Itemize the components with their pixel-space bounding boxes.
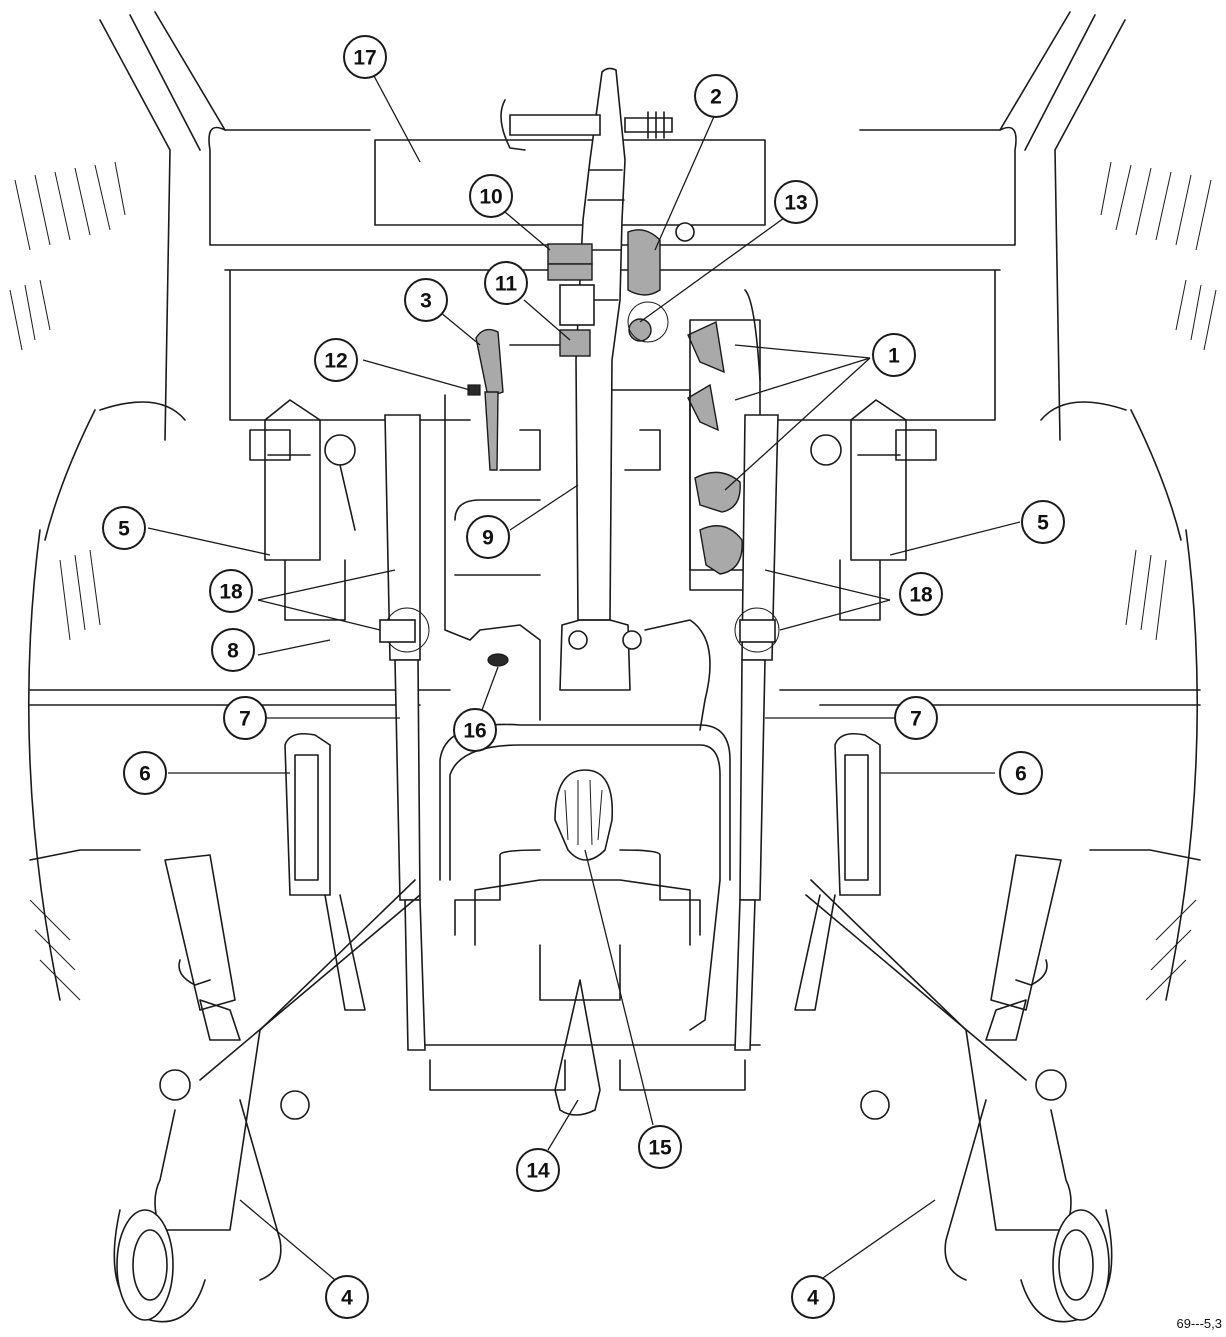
callout-circle: [466, 515, 510, 559]
callout-circle: [774, 180, 818, 224]
callout-number: 18: [219, 581, 243, 604]
callout-7: 7: [894, 696, 938, 740]
callout-circle: [209, 569, 253, 613]
callout-circle: [516, 1148, 560, 1192]
callout-circle: [999, 751, 1043, 795]
callout-5: 5: [102, 506, 146, 550]
callout-number: 2: [710, 86, 722, 109]
callout-number: 15: [648, 1137, 672, 1160]
callout-number: 4: [807, 1287, 819, 1310]
pto-and-plug: [487, 653, 614, 861]
callout-3: 3: [404, 278, 448, 322]
callout-number: 3: [420, 290, 432, 313]
callout-circle: [453, 708, 497, 752]
callout-circle: [102, 506, 146, 550]
callout-4: 4: [325, 1275, 369, 1319]
callout-circle: [694, 74, 738, 118]
callout-14: 14: [516, 1148, 560, 1192]
callout-circle: [211, 628, 255, 672]
callout-number: 18: [909, 584, 933, 607]
callout-circle: [1021, 500, 1065, 544]
callout-2: 2: [694, 74, 738, 118]
callout-number: 14: [526, 1160, 550, 1183]
callout-number: 5: [118, 518, 130, 541]
callout-number: 16: [463, 720, 486, 743]
leader-lines: [147, 73, 1021, 1281]
callout-number: 6: [139, 763, 151, 786]
left-tire: [9, 161, 186, 1001]
callout-number: 13: [784, 192, 807, 215]
callout-number: 8: [227, 640, 239, 663]
callout-circle: [314, 338, 358, 382]
callout-circle: [872, 333, 916, 377]
callout-10: 10: [469, 174, 513, 218]
callout-circle: [484, 261, 528, 305]
control-lever: [467, 328, 504, 471]
callout-circle: [325, 1275, 369, 1319]
callout-6: 6: [999, 751, 1043, 795]
right-lift-linkage: [734, 399, 937, 1051]
callout-12: 12: [314, 338, 358, 382]
callout-17: 17: [343, 35, 387, 79]
callout-5: 5: [1021, 500, 1065, 544]
callout-16: 16: [453, 708, 497, 752]
callout-circle: [638, 1125, 682, 1169]
callout-number: 9: [482, 527, 494, 550]
callout-13: 13: [774, 180, 818, 224]
callout-15: 15: [638, 1125, 682, 1169]
callout-number: 7: [239, 708, 251, 731]
callout-number: 7: [910, 708, 922, 731]
callout-6: 6: [123, 751, 167, 795]
callout-circle: [123, 751, 167, 795]
callout-11: 11: [484, 261, 528, 305]
callout-18: 18: [209, 569, 253, 613]
right-lower-link: [805, 854, 1113, 1323]
right-tire: [1040, 161, 1217, 1001]
callout-circle: [223, 696, 267, 740]
callout-number: 4: [341, 1287, 353, 1310]
left-lift-linkage: [249, 399, 430, 1051]
callout-number: 11: [495, 273, 518, 296]
left-lower-link: [113, 854, 421, 1323]
callout-number: 12: [324, 350, 347, 373]
callout-number: 10: [479, 186, 502, 209]
callout-circle: [343, 35, 387, 79]
callout-number: 1: [888, 345, 900, 368]
callout-18: 18: [899, 572, 943, 616]
callout-7: 7: [223, 696, 267, 740]
callout-circle: [404, 278, 448, 322]
figure-code: 69---5,3: [1176, 1316, 1222, 1331]
callout-circle: [899, 572, 943, 616]
callout-4: 4: [791, 1275, 835, 1319]
callout-number: 17: [353, 47, 376, 70]
implement-control-parts: [547, 222, 695, 357]
callout-circle: [894, 696, 938, 740]
callout-9: 9: [466, 515, 510, 559]
callout-number: 5: [1037, 512, 1049, 535]
callout-circle: [791, 1275, 835, 1319]
callout-8: 8: [211, 628, 255, 672]
callout-1: 1: [872, 333, 916, 377]
top-link: [500, 67, 673, 691]
callout-circle: [469, 174, 513, 218]
rear-axle-housing: [409, 344, 761, 1116]
callout-number: 6: [1015, 763, 1027, 786]
tractor-body-outline: [29, 11, 1201, 861]
